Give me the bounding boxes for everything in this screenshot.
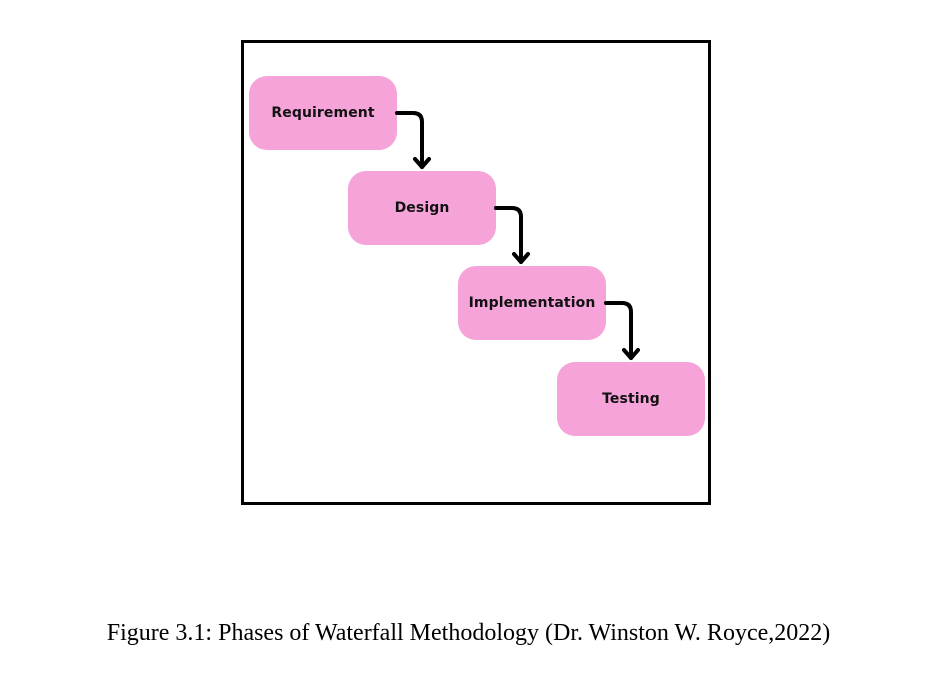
phase-testing: Testing xyxy=(557,362,705,436)
phase-design: Design xyxy=(348,171,496,245)
phase-implementation: Implementation xyxy=(458,266,606,340)
phase-requirement: Requirement xyxy=(249,76,397,150)
figure-caption: Figure 3.1: Phases of Waterfall Methodol… xyxy=(106,620,831,646)
